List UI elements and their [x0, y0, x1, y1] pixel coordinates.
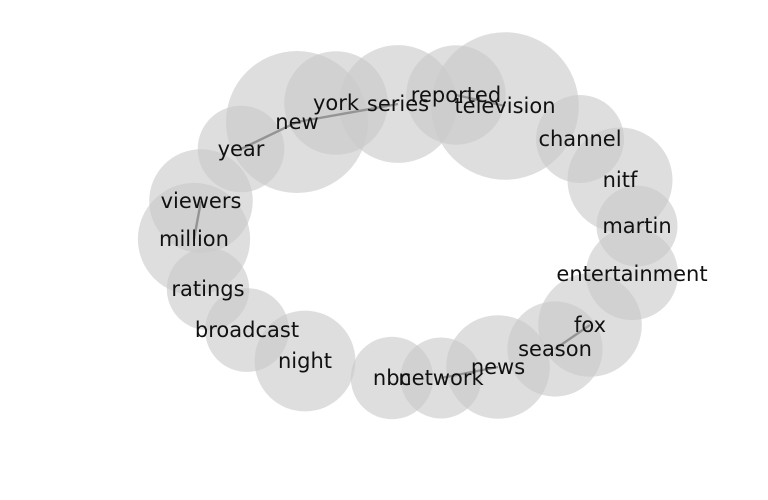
node-label-million: million	[159, 227, 229, 251]
edge-network-news	[440, 365, 499, 380]
edge-season-fox	[554, 324, 591, 350]
node-label-series: series	[367, 92, 429, 116]
node-label-new: new	[275, 110, 318, 134]
edge-new-series	[296, 102, 399, 124]
node-label-news: news	[471, 355, 525, 379]
node-label-york: york	[313, 91, 360, 115]
node-label-martin: martin	[602, 214, 671, 238]
node-label-viewers: viewers	[161, 189, 242, 213]
node-edges	[192, 93, 591, 380]
node-label-ratings: ratings	[171, 277, 244, 301]
node-circle-nbc	[350, 336, 434, 420]
edge-viewers-million	[192, 200, 203, 240]
edge-reported-television	[455, 93, 506, 108]
node-label-nbc: nbc	[373, 366, 411, 390]
node-circles	[137, 32, 679, 420]
node-label-network: network	[398, 366, 484, 390]
node-label-channel: channel	[538, 127, 621, 151]
node-label-year: year	[218, 137, 265, 161]
node-label-nitf: nitf	[603, 168, 638, 192]
node-label-night: night	[278, 349, 332, 373]
node-label-fox: fox	[574, 313, 606, 337]
node-label-reported: reported	[411, 83, 501, 107]
node-label-broadcast: broadcast	[195, 318, 299, 342]
node-label-season: season	[518, 337, 592, 361]
node-label-television: television	[454, 94, 555, 118]
edge-year-new	[240, 120, 298, 151]
node-label-entertainment: entertainment	[556, 262, 707, 286]
